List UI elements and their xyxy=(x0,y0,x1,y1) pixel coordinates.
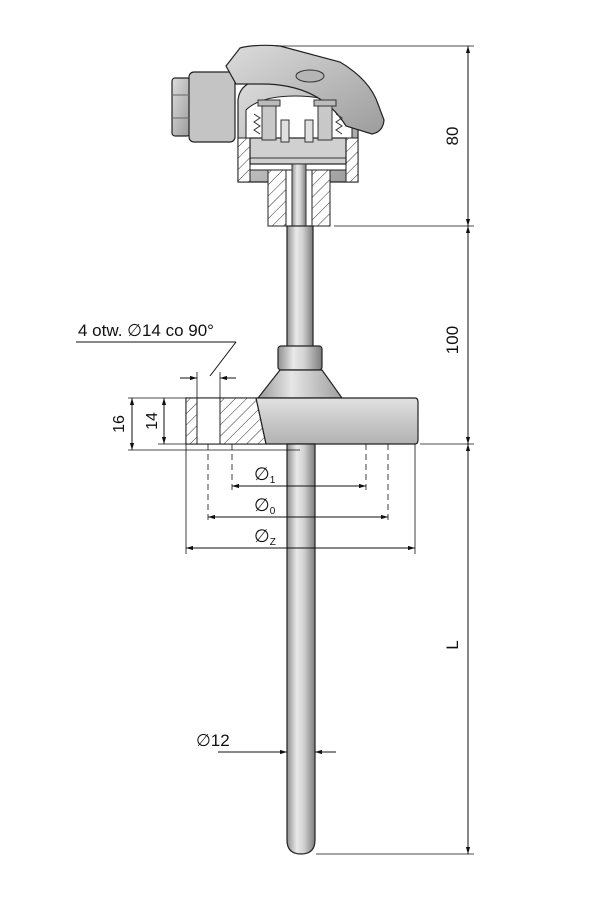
terminal-block xyxy=(249,137,347,165)
extension-rod xyxy=(286,225,314,349)
vertical-dimensions xyxy=(276,45,474,855)
terminal-screws xyxy=(253,99,343,143)
diameter-dims xyxy=(185,444,416,554)
dim-diam-12-label: ∅12 xyxy=(196,731,230,750)
head-neck xyxy=(267,163,331,229)
flange-cone xyxy=(256,369,344,399)
head-lid xyxy=(225,44,385,135)
cable-gland xyxy=(171,71,236,143)
dim-16-label: 16 xyxy=(111,415,128,433)
holes-note-leader xyxy=(76,341,237,398)
dim-14-label: 14 xyxy=(144,412,161,430)
collar xyxy=(277,345,323,371)
protection-tube xyxy=(286,443,316,855)
connection-head xyxy=(171,44,385,229)
flange-thickness-dims xyxy=(128,397,300,451)
dim-100-label: 100 xyxy=(443,326,462,354)
dim-80-label: 80 xyxy=(443,127,462,146)
dim-diam-0-label: ∅0 xyxy=(254,495,276,517)
dim-L-label: L xyxy=(443,640,462,649)
holes-note-label: 4 otw. ∅14 co 90° xyxy=(78,321,214,340)
flange xyxy=(185,397,419,445)
dim-diam-z-label: ∅Z xyxy=(254,526,276,548)
dim-diam-1-label: ∅1 xyxy=(254,464,276,486)
